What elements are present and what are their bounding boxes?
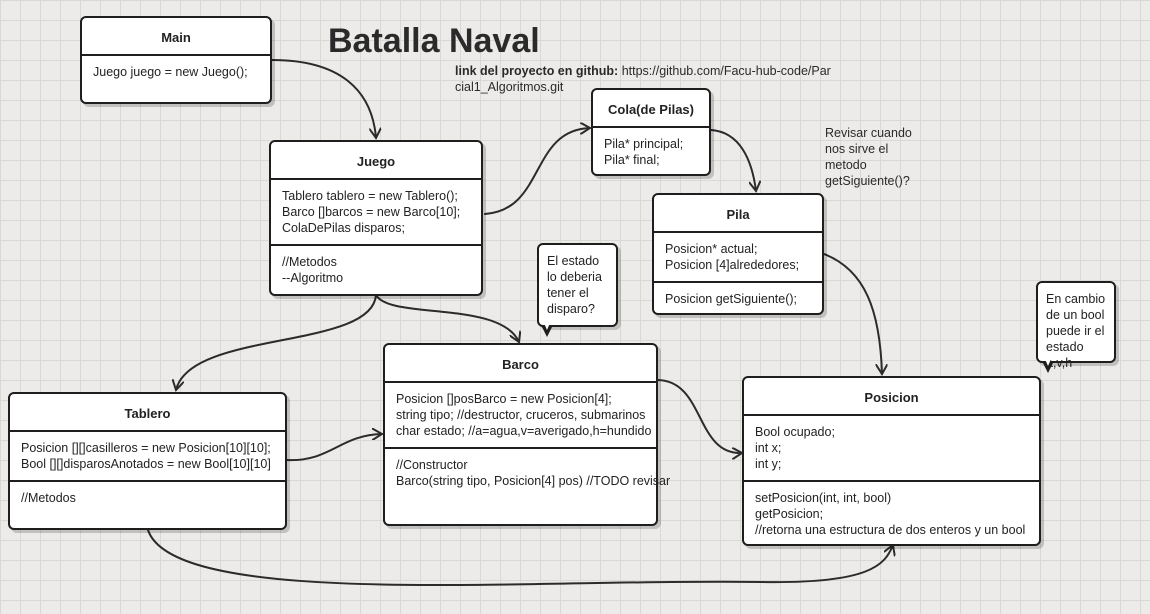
class-methods-juego: //Metodos --Algoritmo (271, 244, 481, 294)
note-getsiguiente: Revisar cuando nos sirve el metodo getSi… (825, 126, 912, 188)
class-box-barco[interactable]: Barco Posicion []posBarco = new Posicion… (383, 343, 671, 526)
arrow-tablero-to-barco (286, 434, 382, 462)
arrow-juego-to-tablero (176, 294, 377, 390)
github-link-text: link del proyecto en github: https://git… (455, 63, 835, 95)
arrow-barco-to-posicion (656, 379, 742, 453)
member-line: //Metodos (282, 255, 337, 269)
class-name-barco: Barco (385, 345, 656, 383)
member-line: //retorna una estructura de dos enteros … (755, 523, 1026, 537)
member-line: int x; (755, 441, 782, 455)
member-line: ColaDePilas disparos; (282, 221, 405, 235)
class-name-pila: Pila (654, 195, 822, 233)
class-methods-barco: //Constructor Barco(string tipo, Posicio… (385, 447, 671, 497)
speech-bubble-posicion: En cambio de un bool puede ir el estado … (1036, 281, 1116, 370)
github-link-url[interactable]: https://github.com/Facu-hub-code/Parcial… (455, 64, 831, 94)
member-line: Barco []barcos = new Barco[10]; (282, 205, 461, 219)
arrow-juego-to-barco (375, 294, 519, 342)
member-line: //Metodos (21, 491, 76, 505)
member-line: Posicion getSiguiente(); (665, 292, 798, 306)
class-attributes-pila: Posicion* actual; Posicion [4]alrededore… (654, 233, 822, 281)
github-link-label: link del proyecto en github: (455, 64, 619, 78)
class-box-juego[interactable]: Juego Tablero tablero = new Tablero(); B… (269, 140, 483, 296)
member-line: Posicion [][]casilleros = new Posicion[1… (21, 441, 271, 455)
class-attributes-main: Juego juego = new Juego(); (82, 56, 270, 88)
class-attributes-posicion: Bool ocupado; int x; int y; (744, 416, 1039, 480)
speech-bubble-tail (1042, 359, 1054, 373)
member-line: Pila* final; (604, 153, 660, 167)
class-methods-tablero: //Metodos (10, 480, 285, 514)
member-line: setPosicion(int, int, bool) (755, 491, 892, 505)
arrow-cola-to-pila (710, 129, 756, 191)
member-line: Bool ocupado; (755, 425, 835, 439)
member-line: int y; (755, 457, 782, 471)
speech-bubble-tail (541, 323, 553, 337)
speech-bubble-barco: El estado lo deberia tener el disparo? (537, 243, 618, 327)
member-line: Posicion* actual; (665, 242, 758, 256)
member-line: Posicion []posBarco = new Posicion[4]; (396, 392, 612, 406)
class-box-main[interactable]: Main Juego juego = new Juego(); (80, 16, 272, 104)
arrow-pila-to-posicion (823, 253, 882, 374)
member-line: Posicion [4]alrededores; (665, 258, 800, 272)
member-line: Barco(string tipo, Posicion[4] pos) //TO… (396, 474, 671, 488)
member-line: Tablero tablero = new Tablero(); (282, 189, 458, 203)
class-name-posicion: Posicion (744, 378, 1039, 416)
member-line: string tipo; //destructor, cruceros, sub… (396, 408, 646, 422)
arrow-main-to-juego (271, 59, 376, 138)
member-line: Bool [][]disparosAnotados = new Bool[10]… (21, 457, 271, 471)
class-box-tablero[interactable]: Tablero Posicion [][]casilleros = new Po… (8, 392, 287, 530)
member-line: getPosicion; (755, 507, 824, 521)
member-line: char estado; //a=agua,v=averigado,h=hund… (396, 424, 652, 438)
member-line: --Algoritmo (282, 271, 344, 285)
class-attributes-tablero: Posicion [][]casilleros = new Posicion[1… (10, 432, 285, 480)
class-name-juego: Juego (271, 142, 481, 180)
diagram-title: Batalla Naval (328, 22, 540, 60)
class-name-main: Main (82, 18, 270, 56)
member-line: Pila* principal; (604, 137, 684, 151)
class-box-pila[interactable]: Pila Posicion* actual; Posicion [4]alred… (652, 193, 824, 315)
class-box-posicion[interactable]: Posicion Bool ocupado; int x; int y; set… (742, 376, 1041, 546)
member-line: Juego juego = new Juego(); (93, 65, 248, 79)
class-methods-pila: Posicion getSiguiente(); (654, 281, 822, 315)
arrow-juego-to-cola (484, 128, 590, 215)
class-attributes-cola: Pila* principal; Pila* final; (593, 128, 709, 176)
class-name-cola: Cola(de Pilas) (593, 90, 709, 128)
class-attributes-juego: Tablero tablero = new Tablero(); Barco [… (271, 180, 481, 244)
class-box-cola[interactable]: Cola(de Pilas) Pila* principal; Pila* fi… (591, 88, 711, 176)
member-line: //Constructor (396, 458, 468, 472)
class-attributes-barco: Posicion []posBarco = new Posicion[4]; s… (385, 383, 656, 447)
class-name-tablero: Tablero (10, 394, 285, 432)
class-methods-posicion: setPosicion(int, int, bool) getPosicion;… (744, 480, 1039, 546)
